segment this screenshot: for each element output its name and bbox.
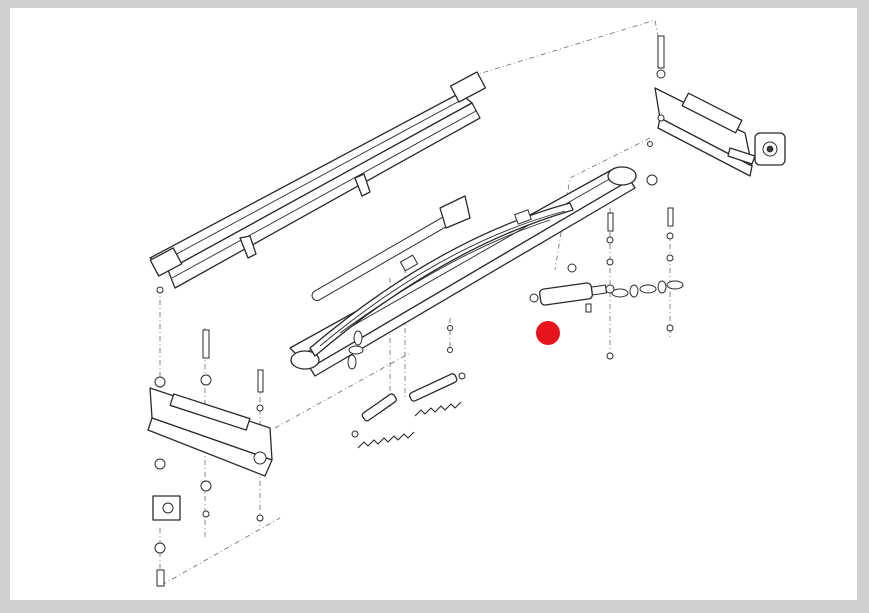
highlight-marker	[536, 321, 560, 345]
upper-right-bracket	[647, 35, 786, 177]
swing-arm	[289, 166, 658, 377]
lower-bracket	[147, 376, 273, 521]
leaf-spring	[309, 202, 574, 357]
safety-chain	[347, 280, 684, 370]
diagram-drawing	[147, 19, 786, 587]
shock-absorbers	[351, 372, 466, 449]
hydraulic-cylinder	[529, 282, 615, 306]
exploded-parts-diagram	[10, 8, 857, 600]
upper-frame-rail	[149, 71, 487, 294]
fasteners	[154, 207, 674, 587]
